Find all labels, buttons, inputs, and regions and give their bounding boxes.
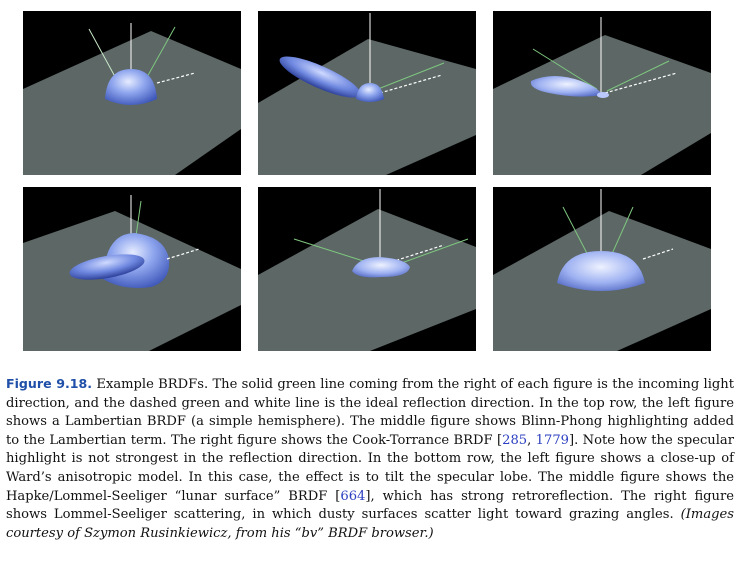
anisotropic-lobe [69,254,145,280]
blinn-phong-brdf-figure [258,11,476,175]
reflection-direction-line [395,238,469,266]
figure-caption: Figure 9.18. Example BRDFs. The solid gr… [6,375,734,543]
grazing-scatter-dome [557,251,645,291]
light-direction-line [606,60,670,92]
specular-lobe [530,76,603,97]
diffuse-base [597,92,609,98]
dashed-reflection-line [604,72,678,94]
lommel-seeliger-brdf-figure [493,187,711,351]
ground-plane [258,209,476,351]
dashed-reflection-line [379,74,443,94]
caption-text: Example BRDFs. The solid green line comi… [6,377,734,448]
citation-link[interactable]: 664 [340,488,366,504]
dashed-reflection-line [166,248,200,260]
caption-text: ], which has strong retroreflection. The… [6,488,734,523]
retroreflection-lobe [352,257,410,278]
reflection-direction-line [532,48,598,90]
citation-link[interactable]: 1779 [535,432,569,448]
lambertian-brdf-figure [23,11,241,175]
image-credit: (Images courtesy of Szymon Rusinkiewicz,… [6,507,734,541]
dashed-reflection-line [642,248,674,260]
dashed-reflection-line [156,72,196,84]
citation-link[interactable]: 285 [502,432,528,448]
ground-plane [493,35,711,175]
figure-label: Figure 9.18. [6,376,93,391]
hapke-lommel-seeliger-brdf-figure [258,187,476,351]
light-direction-line [377,62,445,90]
ward-anisotropic-brdf-figure [23,187,241,351]
caption-text: ]. Note how the specular highlight is no… [6,432,734,504]
brdf-hemisphere [105,69,157,105]
cook-torrance-brdf-figure [493,11,711,175]
caption-text: , [527,432,536,448]
specular-lobe [279,56,361,98]
diffuse-hemisphere [356,83,384,102]
